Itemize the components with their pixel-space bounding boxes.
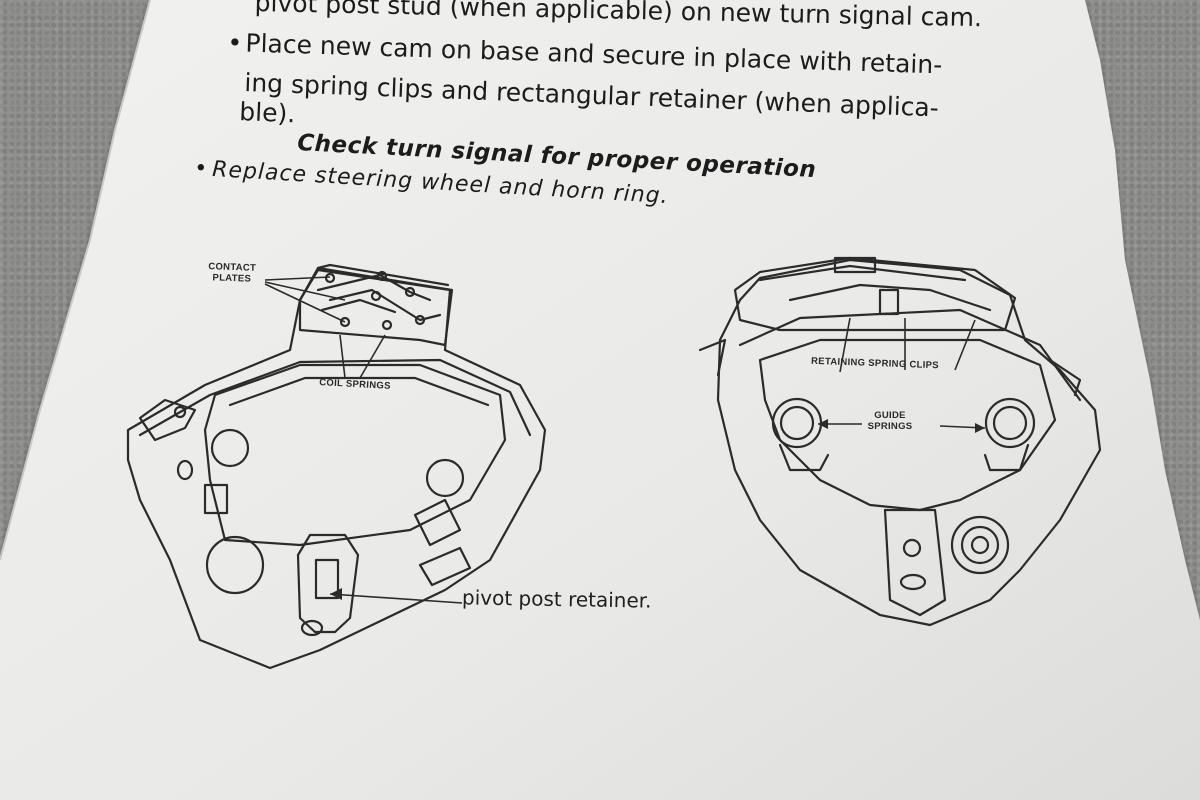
label-guide-line-1: GUIDE <box>874 410 906 421</box>
label-contact-plates: CONTACT PLATES <box>196 261 269 285</box>
label-pivot-post-retainer: pivot post retainer. <box>461 585 652 613</box>
label-guide-line-2: SPRINGS <box>867 421 913 432</box>
label-guide-springs: GUIDE SPRINGS <box>860 410 920 432</box>
